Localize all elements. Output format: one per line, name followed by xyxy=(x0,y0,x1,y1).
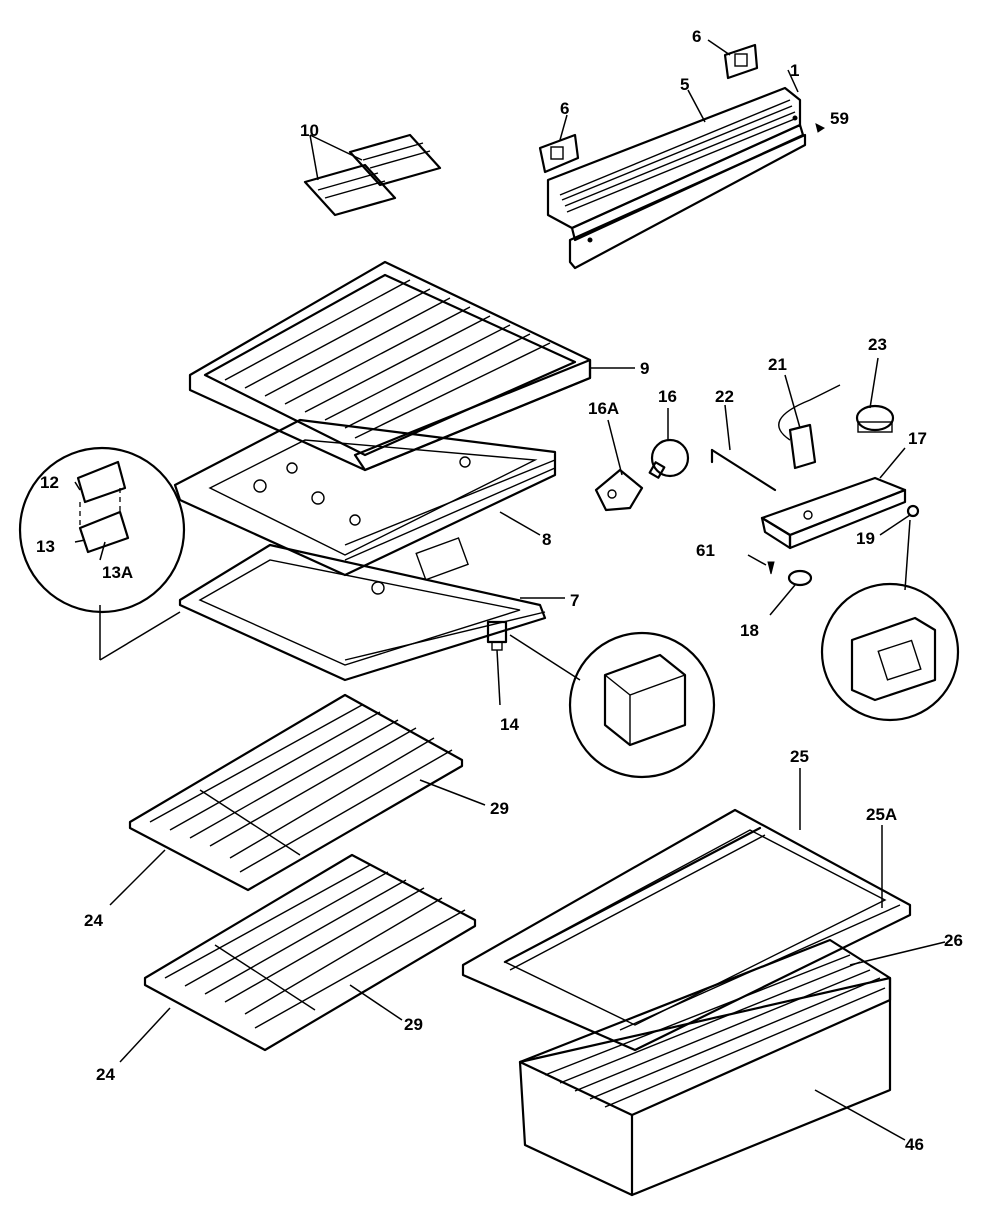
crisper-drawer-part xyxy=(518,938,892,1197)
cover-frame-part xyxy=(173,418,557,577)
label-13: 13 xyxy=(36,537,55,556)
label-16: 16 xyxy=(658,387,677,406)
top-shelf-part xyxy=(188,260,592,472)
crisper-cover-part xyxy=(461,808,912,1052)
screw-icon xyxy=(815,123,825,133)
label-25: 25 xyxy=(790,747,809,766)
light-housing-part xyxy=(760,476,907,550)
label-21: 21 xyxy=(768,355,787,374)
label-24-lower: 24 xyxy=(96,1065,115,1084)
label-7: 7 xyxy=(570,591,579,610)
label-6-upper: 6 xyxy=(692,27,701,46)
part-labels: 1 5 6 6 59 10 9 8 7 12 13 13A 16A 16 22 … xyxy=(36,27,963,1154)
label-26: 26 xyxy=(944,931,963,950)
label-59: 59 xyxy=(830,109,849,128)
detail-circle-switch xyxy=(820,582,960,722)
label-29-upper: 29 xyxy=(490,799,509,818)
label-46: 46 xyxy=(905,1135,924,1154)
label-13A: 13A xyxy=(102,563,133,582)
label-12: 12 xyxy=(40,473,59,492)
screw-small-part xyxy=(767,561,775,575)
leader-lines xyxy=(74,39,946,1141)
label-14: 14 xyxy=(500,715,519,734)
label-6-lower: 6 xyxy=(560,99,569,118)
clip-part-lower xyxy=(538,133,580,174)
light-bulb-part xyxy=(648,438,690,479)
label-10: 10 xyxy=(300,121,319,140)
clip-small-part xyxy=(906,504,920,518)
detail-circle-connector xyxy=(568,631,716,779)
label-8: 8 xyxy=(542,530,551,549)
base-plate-part xyxy=(178,537,547,682)
label-24-upper: 24 xyxy=(84,911,103,930)
wire-shelf-lower xyxy=(143,853,477,1052)
switch-part xyxy=(778,384,841,470)
knob-part xyxy=(787,569,813,587)
label-61: 61 xyxy=(696,541,715,560)
label-17: 17 xyxy=(908,429,927,448)
label-25A: 25A xyxy=(866,805,897,824)
label-1: 1 xyxy=(790,61,799,80)
light-socket-part xyxy=(594,468,644,512)
wire-part xyxy=(710,448,777,492)
label-29-lower: 29 xyxy=(404,1015,423,1034)
wire-shelf-upper xyxy=(128,693,464,892)
egg-tray-part xyxy=(303,133,442,217)
clip-part-upper xyxy=(723,43,759,80)
label-23: 23 xyxy=(868,335,887,354)
trim-rail-part xyxy=(546,86,807,270)
thermostat-part xyxy=(855,404,895,433)
connector-part xyxy=(486,620,508,651)
label-16A: 16A xyxy=(588,399,619,418)
label-18: 18 xyxy=(740,621,759,640)
detail-circle-left xyxy=(18,446,186,614)
label-19: 19 xyxy=(856,529,875,548)
label-9: 9 xyxy=(640,359,649,378)
label-5: 5 xyxy=(680,75,689,94)
label-22: 22 xyxy=(715,387,734,406)
